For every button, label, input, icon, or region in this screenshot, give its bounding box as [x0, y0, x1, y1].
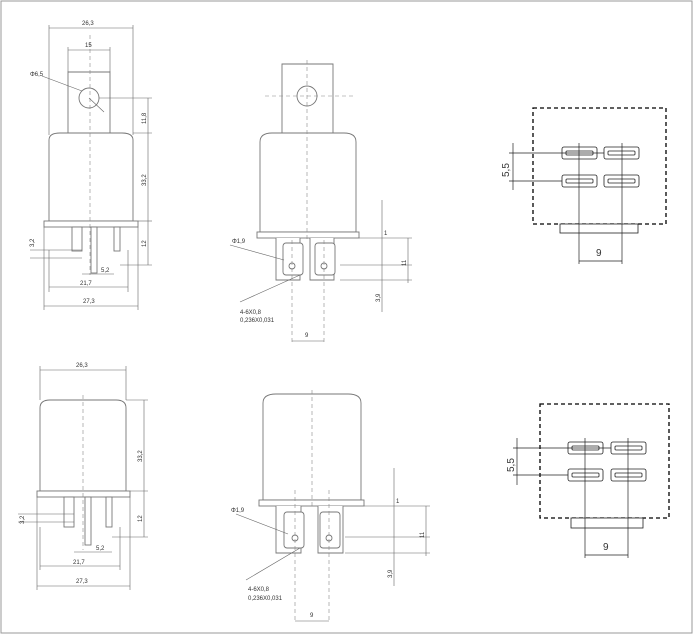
- dim-phi-1-9: Φ1,9: [231, 508, 245, 514]
- terminal-blade: [282, 242, 304, 276]
- terminal-size-inch: 0,236X0,031: [240, 318, 275, 324]
- pin: [105, 496, 113, 528]
- dim-3-9: 3,9: [376, 293, 382, 302]
- dim-3-9: 3,9: [388, 569, 394, 578]
- dim-9: 9: [310, 613, 314, 619]
- dim-27-3: 27,3: [76, 579, 88, 585]
- top-right-pin-layout: 5,5 9: [501, 107, 667, 264]
- pin: [63, 496, 75, 528]
- terminal-size-mm: 4-6X0,8: [240, 310, 262, 316]
- dim-11-8: 11,8: [142, 112, 148, 124]
- pin: [84, 496, 92, 546]
- pin: [90, 226, 98, 274]
- dim-21-7: 21,7: [80, 281, 92, 287]
- dim-12: 12: [138, 515, 144, 522]
- terminal-size-mm: 4-6X0,8: [248, 587, 270, 593]
- dim-11: 11: [402, 259, 408, 266]
- connector-strip: [570, 517, 644, 529]
- dim-27-3: 27,3: [83, 299, 95, 305]
- dim-1: 1: [396, 499, 400, 505]
- top-middle-view: Φ1,9 4-6X0,8 0,236X0,031 1 11 3,9 9: [229, 60, 412, 345]
- relay-body: [259, 132, 357, 233]
- pin: [71, 226, 83, 252]
- dim-33-2: 33,2: [142, 174, 148, 186]
- top-left-view: 26,3 15 Φ6,5 11,8 33,2 12 3,2 5,2 21,7 2…: [30, 21, 152, 310]
- dim-3-2: 3,2: [30, 238, 36, 247]
- terminal-size-inch: 0,236X0,031: [248, 596, 283, 602]
- dim-15: 15: [85, 43, 92, 49]
- dim-5-5: 5,5: [501, 163, 512, 177]
- relay-base: [258, 499, 365, 507]
- dim-11: 11: [420, 531, 426, 538]
- connector-strip: [559, 223, 639, 234]
- dim-9: 9: [603, 542, 609, 553]
- relay-base: [43, 220, 139, 228]
- dim-26-3: 26,3: [76, 363, 88, 369]
- dim-5-2: 5,2: [96, 546, 105, 552]
- dim-5-5: 5,5: [506, 458, 517, 472]
- relay-base: [36, 490, 131, 498]
- bottom-right-pin-layout: 5,5 9: [506, 403, 670, 558]
- dim-33-2: 33,2: [138, 450, 144, 462]
- relay-body: [48, 132, 134, 222]
- dim-12: 12: [142, 240, 148, 247]
- dim-21-7: 21,7: [73, 560, 85, 566]
- dim-9: 9: [596, 248, 602, 259]
- dim-9: 9: [305, 333, 309, 339]
- pin: [113, 226, 121, 252]
- terminal-blade: [283, 511, 305, 549]
- dim-phi-1-9: Φ1,9: [232, 239, 246, 245]
- dim-26-3: 26,3: [82, 21, 94, 27]
- terminal-blade: [319, 511, 341, 549]
- dim-3-2: 3,2: [20, 515, 26, 524]
- dim-1: 1: [384, 231, 388, 237]
- footprint-outline: [539, 403, 670, 519]
- dim-phi-6-5: Φ6,5: [30, 72, 44, 78]
- relay-base: [256, 231, 360, 239]
- bottom-left-view: 26,3 33,2 12 3,2 5,2 21,7 27,3: [18, 363, 148, 590]
- terminal-blade: [314, 242, 336, 276]
- bottom-middle-view: Φ1,9 4-6X0,8 0,236X0,031 1 11 3,9 9: [231, 390, 430, 622]
- dim-5-2: 5,2: [101, 268, 110, 274]
